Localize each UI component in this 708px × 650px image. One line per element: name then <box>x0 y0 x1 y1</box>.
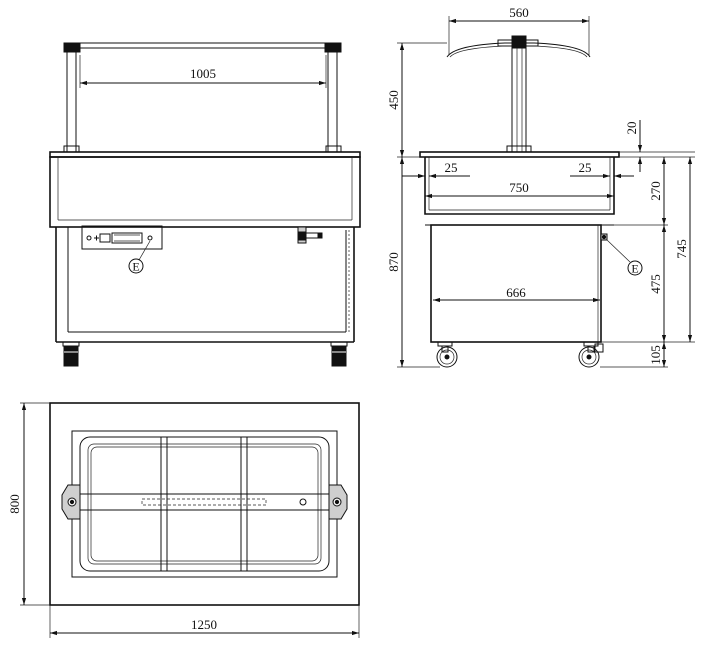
side-post <box>511 47 527 153</box>
side-inset-left-value: 25 <box>445 160 458 175</box>
front-drain-valve <box>297 226 323 244</box>
top-width-value: 1250 <box>191 617 217 632</box>
side-top-thickness-value: 20 <box>624 122 639 135</box>
side-well-height-value: 270 <box>648 181 663 201</box>
side-well-width-dimension: 750 <box>425 180 614 199</box>
top-pan-dividers <box>160 436 248 572</box>
top-post-bracket-right <box>328 484 348 520</box>
side-base-width-dimension: 666 <box>433 285 600 303</box>
front-wheel-left <box>62 341 80 367</box>
side-total-height-value: 870 <box>386 252 401 272</box>
side-body-height-value: 745 <box>674 239 689 259</box>
side-glass-width-value: 560 <box>509 5 529 20</box>
side-countertop <box>419 151 620 158</box>
side-left-dimensions: 450 870 <box>386 42 447 368</box>
front-post-right <box>327 51 338 153</box>
front-post-cap-left <box>63 42 81 53</box>
side-well-width-value: 750 <box>509 180 529 195</box>
top-glass-support-bar <box>77 493 332 511</box>
top-well-outline <box>79 436 330 572</box>
side-glass-height-value: 450 <box>386 90 401 110</box>
front-post-cap-right <box>324 42 342 53</box>
top-width-dimension: 1250 <box>49 605 360 638</box>
side-inset-right-value: 25 <box>579 160 592 175</box>
side-view: 560 25 25 750 <box>386 5 695 368</box>
front-well-body <box>49 156 361 228</box>
side-glass-clamp <box>511 35 527 49</box>
side-cabinet-height-value: 475 <box>648 274 663 294</box>
front-electrical-label: E <box>132 260 139 274</box>
front-width-value: 1005 <box>190 66 216 81</box>
front-electrical-callout <box>128 258 144 274</box>
side-right-dimensions: 20 270 475 105 745 <box>600 120 695 368</box>
side-cabinet <box>430 224 602 343</box>
side-inset-dimensions: 25 25 <box>402 160 634 179</box>
side-wheel-left <box>436 341 458 368</box>
side-wheel-right <box>578 341 604 368</box>
side-glass-width-dimension: 560 <box>448 5 590 55</box>
top-post-bracket-left <box>61 484 81 520</box>
front-post-foot-left <box>63 145 80 153</box>
front-post-left <box>66 51 77 153</box>
front-view: 1005 E <box>49 42 361 367</box>
side-base-width-value: 666 <box>506 285 526 300</box>
top-inner-frame <box>71 430 338 578</box>
side-electrical-label: E <box>631 262 638 276</box>
front-control-panel: E <box>81 225 163 274</box>
front-glass-shelf <box>64 42 341 49</box>
side-electrical-callout <box>627 260 643 276</box>
top-depth-dimension: 800 <box>7 402 50 606</box>
top-outer-frame <box>49 402 360 606</box>
top-depth-value: 800 <box>7 494 22 514</box>
side-well <box>424 157 615 215</box>
top-view: 800 1250 <box>7 402 360 638</box>
front-wheel-right <box>330 341 348 367</box>
side-wheel-height-value: 105 <box>648 345 663 365</box>
front-width-dimension: 1005 <box>79 55 327 88</box>
